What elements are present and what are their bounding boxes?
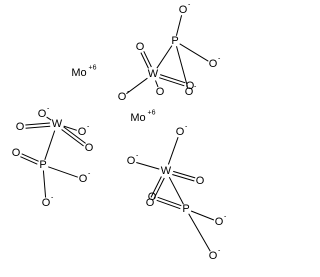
single-bond bbox=[167, 137, 179, 165]
structure-diagram: O-PO-O-OWOO-OMo+6O-O-WOOOPO-O-Mo+6O-O-WO… bbox=[12, 2, 227, 263]
atom-charge: - bbox=[218, 248, 221, 255]
atom-label-o: O bbox=[16, 121, 25, 133]
single-bond bbox=[175, 15, 183, 36]
single-bond bbox=[48, 166, 78, 178]
single-bond bbox=[44, 130, 56, 160]
atom-label-o: O bbox=[136, 41, 145, 53]
double-bond-line bbox=[150, 176, 162, 198]
atom-label-o: O bbox=[185, 86, 194, 98]
single-bond bbox=[126, 77, 148, 95]
single-bond bbox=[156, 45, 173, 69]
atom-charge: - bbox=[127, 89, 130, 96]
atom-label-o: O bbox=[176, 126, 185, 138]
double-bond-line bbox=[25, 122, 50, 126]
double-bond-line bbox=[153, 177, 165, 200]
atom-charge: - bbox=[88, 171, 91, 178]
double-bond-line bbox=[63, 126, 86, 144]
atom-label-o: O bbox=[38, 108, 47, 120]
atom-label-o: O bbox=[127, 155, 136, 167]
atom-label-w: W bbox=[52, 118, 63, 130]
atom-label-p: P bbox=[39, 159, 46, 171]
single-bond bbox=[168, 176, 184, 205]
atom-charge: +6 bbox=[89, 65, 97, 72]
atom-label-o: O bbox=[186, 80, 195, 92]
double-bond-line bbox=[172, 174, 195, 182]
bond-layer bbox=[20, 15, 215, 252]
atom-layer: O-PO-O-OWOO-OMo+6O-O-WOOOPO-O-Mo+6O-O-WO… bbox=[12, 2, 227, 263]
atom-charge: - bbox=[188, 2, 191, 9]
atom-label-o: O bbox=[78, 126, 87, 138]
atom-charge: - bbox=[218, 56, 221, 63]
atom-label-o: O bbox=[196, 175, 205, 187]
double-bond-line bbox=[143, 51, 152, 68]
atom-charge: +6 bbox=[148, 110, 156, 117]
double-bond-line bbox=[159, 77, 185, 87]
single-bond bbox=[188, 213, 211, 252]
atom-label-o: O bbox=[12, 147, 21, 159]
atom-charge: - bbox=[136, 153, 139, 160]
double-bond-line bbox=[140, 52, 149, 69]
atom-label-o: O bbox=[179, 4, 188, 16]
double-bond-line bbox=[20, 156, 38, 165]
atom-label-w: W bbox=[161, 165, 172, 177]
atom-label-o: O bbox=[148, 191, 157, 203]
double-bond-line bbox=[157, 196, 182, 207]
single-bond bbox=[176, 46, 188, 87]
double-bond-line bbox=[21, 153, 39, 162]
single-bond bbox=[42, 170, 47, 198]
atom-label-p: P bbox=[171, 35, 178, 47]
atom-label-mo: Mo bbox=[71, 67, 86, 79]
atom-label-o: O bbox=[85, 142, 94, 154]
atom-charge: - bbox=[224, 214, 227, 221]
double-bond-line bbox=[173, 170, 196, 179]
atom-charge: - bbox=[51, 195, 54, 202]
double-bond-line bbox=[156, 199, 181, 210]
atom-label-o: O bbox=[79, 173, 88, 185]
single-bond bbox=[46, 116, 52, 121]
double-bond-line bbox=[160, 74, 186, 84]
double-bond-line bbox=[25, 125, 51, 129]
double-bond-line bbox=[61, 129, 84, 147]
atom-charge: - bbox=[47, 106, 50, 113]
atom-label-o: O bbox=[209, 58, 218, 70]
single-bond bbox=[179, 43, 209, 62]
atom-label-o: O bbox=[215, 216, 224, 228]
atom-label-o: O bbox=[146, 197, 155, 209]
atom-label-w: W bbox=[148, 68, 159, 80]
single-bond bbox=[136, 162, 160, 170]
atom-label-o: O bbox=[118, 91, 127, 103]
single-bond bbox=[63, 125, 77, 131]
atom-charge: - bbox=[194, 84, 197, 91]
single-bond bbox=[155, 80, 159, 88]
atom-label-mo: Mo bbox=[130, 112, 145, 124]
atom-charge: - bbox=[185, 124, 188, 131]
atom-label-o: O bbox=[42, 197, 51, 209]
atom-label-o: O bbox=[209, 250, 218, 262]
atom-charge: - bbox=[87, 124, 90, 131]
single-bond bbox=[190, 210, 215, 221]
atom-label-o: O bbox=[156, 86, 165, 98]
atom-label-p: P bbox=[182, 203, 189, 215]
